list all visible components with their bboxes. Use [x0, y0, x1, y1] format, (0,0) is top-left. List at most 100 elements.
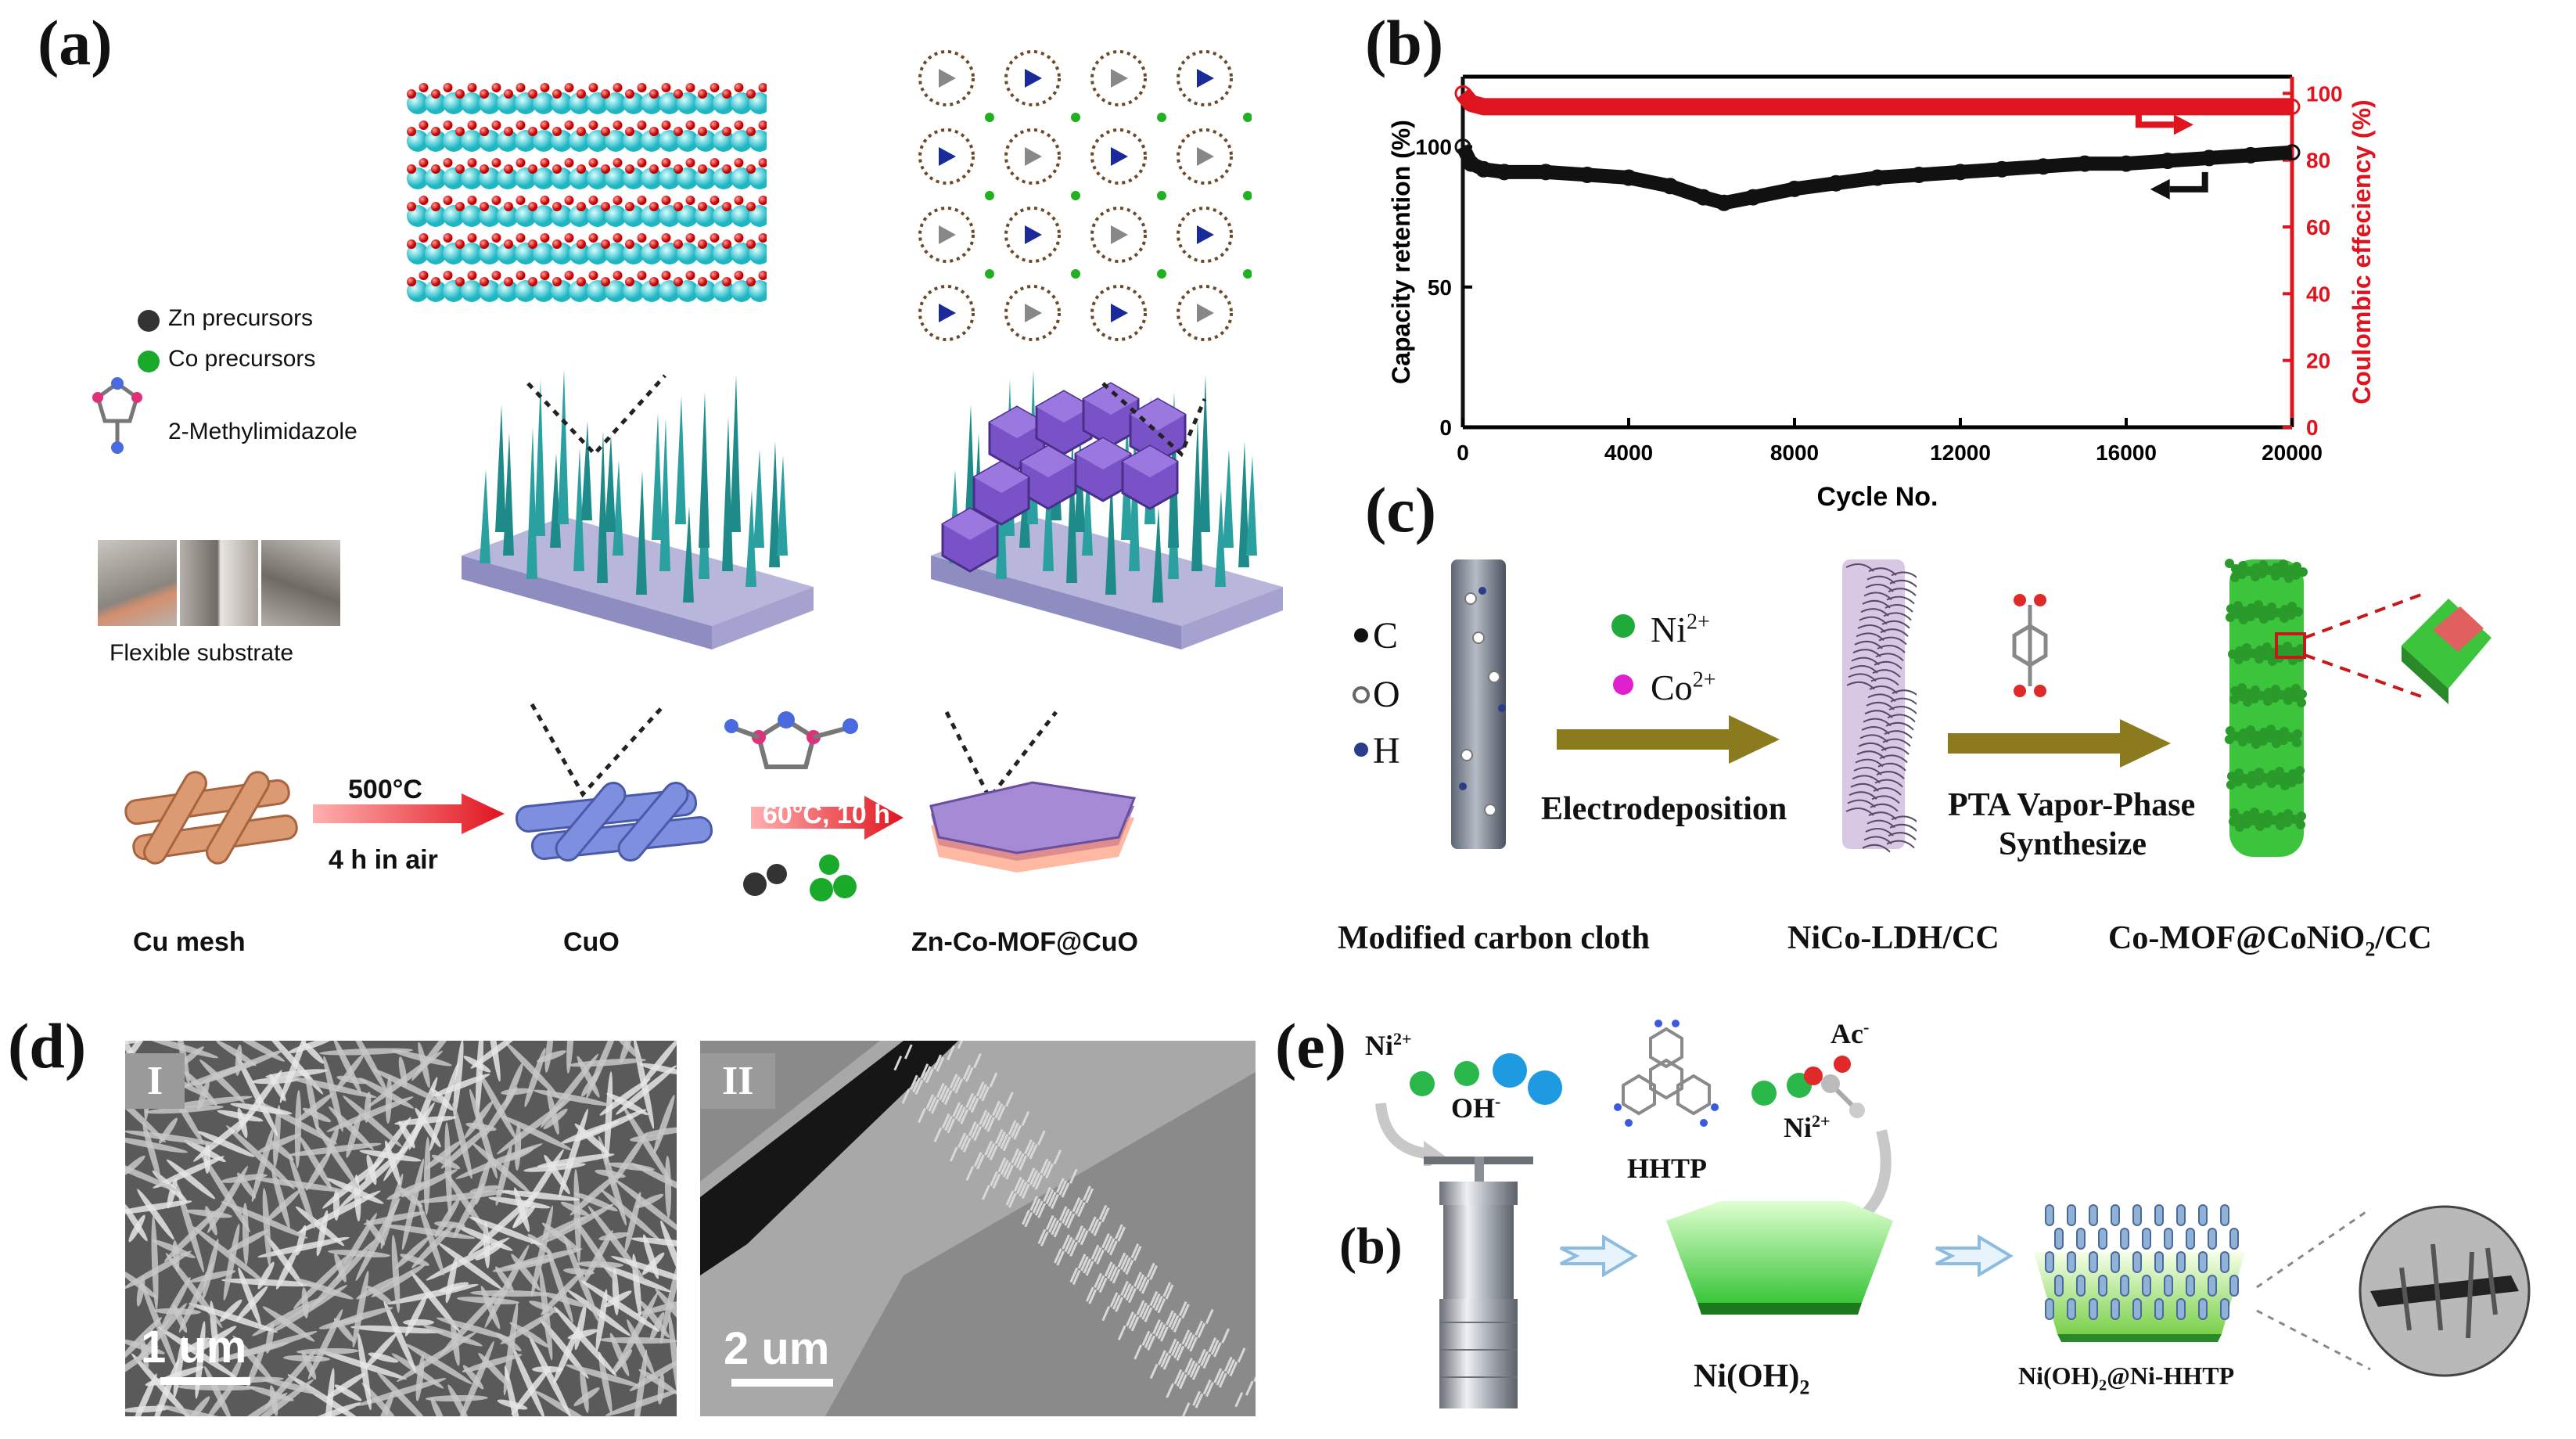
tem-zoom [2256, 1205, 2531, 1377]
ac-ion: Ac- [1831, 1017, 1870, 1049]
series-left [1454, 139, 2301, 211]
x-tick-label: 20000 [2262, 441, 2323, 465]
oh-ion: OH- [1451, 1092, 1501, 1124]
step1-temp: 500°C [348, 775, 422, 804]
nioh2-ni-hhtp-product [2034, 1204, 2245, 1342]
data-point [2035, 158, 2052, 175]
data-point [1786, 98, 1803, 115]
scale-label-i: 1 um [141, 1322, 247, 1372]
data-point [1620, 169, 1637, 186]
label-cuo: CuO [563, 927, 620, 957]
methylimidazole-reactant [724, 711, 858, 769]
inner-label-b: (b) [1339, 1218, 1403, 1275]
data-point [1579, 166, 1596, 183]
ions-dots-1 [1410, 1053, 1562, 1105]
co-mof-rod [2225, 559, 2492, 857]
data-point [2283, 144, 2301, 161]
ni-ion-dot [1611, 614, 1635, 638]
x-tick-label: 0 [1457, 441, 1469, 465]
cuo-nanocone-array [462, 369, 814, 649]
ni-ion-label: Ni2+ [1651, 610, 1710, 649]
ni-ion-2: Ni2+ [1784, 1111, 1831, 1143]
y-left-axis-label: Capacity retention (%) [1387, 120, 1415, 384]
pta-molecule [2012, 594, 2048, 697]
nico-ldh-rod [1842, 559, 1917, 853]
x-tick-label: 4000 [1604, 441, 1653, 465]
y-left-tick-label: 50 [1428, 275, 1452, 300]
hhtp-label: HHTP [1627, 1153, 1708, 1184]
data-point [1496, 164, 1513, 181]
y-right-tick-label: 100 [2306, 81, 2343, 106]
cu-mesh-illustration [124, 771, 298, 865]
sem-tag-i: I [125, 1053, 185, 1109]
step1-time: 4 h in air [329, 845, 438, 875]
mof-mesh-illustration [929, 711, 1137, 872]
data-point [1694, 189, 1712, 206]
ni-ion-1: Ni2+ [1365, 1029, 1412, 1061]
panel-label-d: (d) [8, 1010, 87, 1081]
co-ion-dot [1613, 675, 1633, 695]
x-axis-label: Cycle No. [1817, 482, 1938, 512]
data-point [1869, 169, 1886, 186]
data-point [1620, 98, 1637, 115]
step-pta-line1: PTA Vapor-Phase [1948, 787, 2196, 823]
methylimidazole-molecule [92, 377, 142, 454]
data-point [1993, 160, 2010, 178]
y-right-tick-label: 0 [2306, 416, 2319, 440]
panel-label-b: (b) [1365, 7, 1444, 78]
arrow-500c [313, 793, 505, 834]
element-h: H [1373, 730, 1400, 772]
series-right [1454, 85, 2301, 116]
y-left-tick-label: 0 [1439, 416, 1452, 440]
step2-condition: 60°C, 10 h [763, 800, 890, 829]
hhtp-molecule [1614, 1020, 1719, 1127]
x-tick-label: 16000 [2096, 441, 2157, 465]
arrow-head-left [2150, 178, 2170, 200]
sem-image-ii: II 2 um [700, 1041, 1256, 1416]
zn-precursor-label: Zn precursors [168, 305, 314, 331]
data-point [1475, 98, 1492, 115]
data-point [1827, 174, 1845, 192]
y-right-tick-label: 20 [2306, 349, 2330, 373]
series-line-right [1456, 88, 2292, 116]
acetate-molecule [1804, 1056, 1865, 1118]
zn-precursor-dot [138, 310, 160, 332]
label-co-mof-conio2-cc: Co-MOF@CoNiO2/CC [2108, 920, 2432, 961]
element-o: O [1373, 674, 1400, 715]
data-point [1952, 98, 1969, 115]
panel-label-a: (a) [38, 7, 113, 78]
co-precursor-dot [138, 351, 160, 372]
y-right-tick-label: 80 [2306, 149, 2330, 173]
data-point [2159, 153, 2176, 170]
co-precursor-label: Co precursors [168, 346, 316, 372]
scale-label-ii: 2 um [724, 1323, 830, 1374]
flexible-substrate-label: Flexible substrate [110, 640, 294, 666]
data-point [1744, 189, 1762, 206]
arrow-head-right [2173, 114, 2193, 135]
nioh2-sheet [1666, 1201, 1893, 1315]
autoclave [1424, 1157, 1533, 1408]
data-point [1786, 180, 1803, 197]
mof-crystal-structure [907, 39, 1252, 344]
cuo-crystal-structure [407, 70, 767, 305]
flexible-substrate-photos [98, 540, 341, 626]
label-modified-carbon-cloth: Modified carbon cloth [1338, 920, 1650, 956]
arrow-to-left-axis [2169, 171, 2208, 192]
data-point [2118, 155, 2135, 172]
step-pta-line2: Synthesize [1999, 826, 2147, 862]
carbon-fiber-rod [1451, 559, 1506, 849]
nioh2-label: Ni(OH)2 [1694, 1358, 1810, 1399]
y-left-tick-label: 100 [1415, 135, 1452, 160]
element-c: C [1373, 615, 1399, 657]
arrow-to-right-axis [2135, 110, 2174, 128]
arrow-pta-synthesis [1948, 719, 2171, 768]
panel-label-e: (e) [1275, 1010, 1347, 1081]
precursor-dots [743, 854, 857, 901]
arrow-60c [751, 796, 904, 840]
arrow-e-1 [1560, 1234, 1638, 1278]
data-point [2076, 155, 2093, 172]
data-point [1475, 160, 1492, 178]
data-point [2242, 146, 2259, 164]
ligand-label: 2-Methylimidazole [168, 419, 357, 444]
